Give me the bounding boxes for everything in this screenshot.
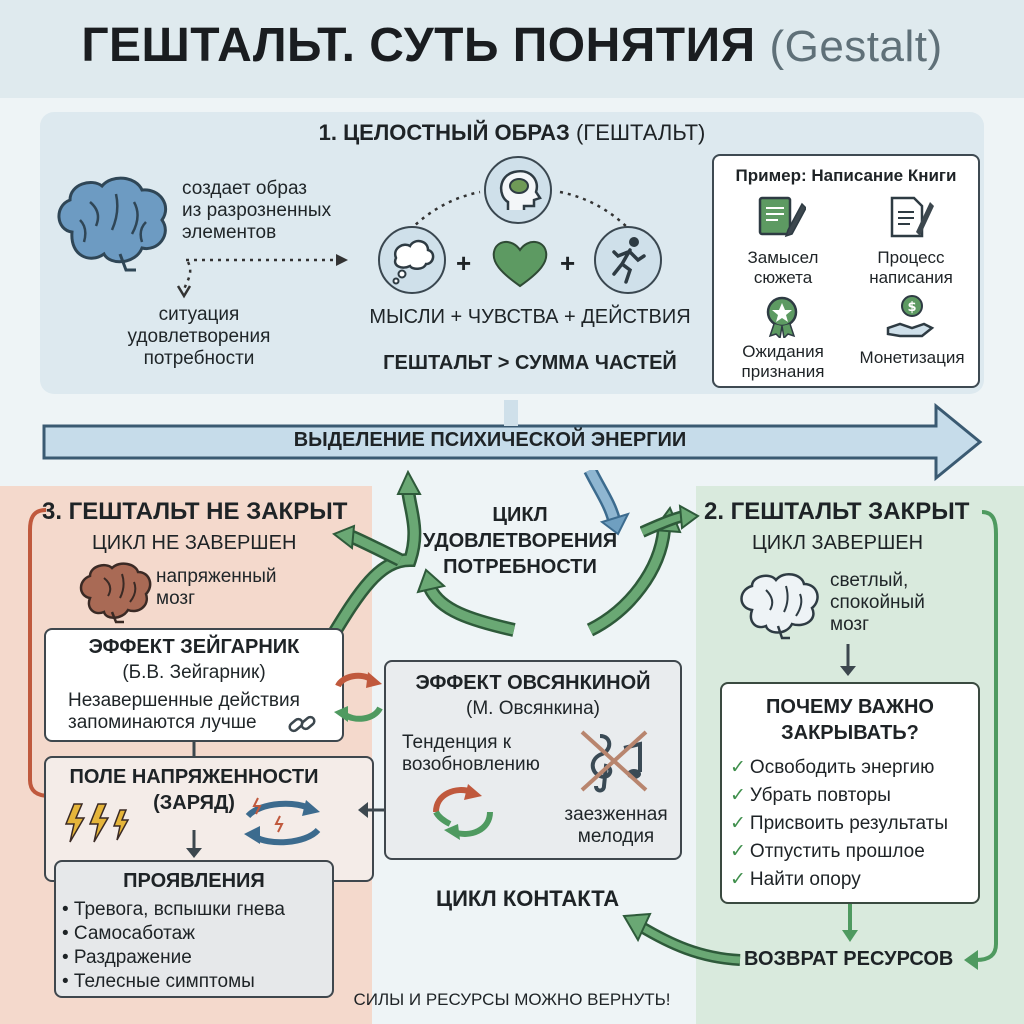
list-item: ✓Присвоить результаты: [730, 813, 948, 834]
tension-field-title: ПОЛЕ НАПРЯЖЕННОСТИ (ЗАРЯД): [69, 766, 319, 814]
check-icon: ✓: [730, 869, 746, 890]
situation-text: ситуация удовлетворения потребности: [127, 304, 271, 369]
why-close-list: ✓Освободить энергию ✓Убрать повторы ✓При…: [730, 754, 980, 894]
list-item: • Тревога, вспышки гнева: [62, 899, 285, 920]
running-person-icon: [594, 226, 662, 294]
example-item-writing: Процесс написания: [869, 248, 953, 287]
section1-title-main: 1. ЦЕЛОСТНЫЙ ОБРАЗ: [318, 120, 570, 145]
why-close-box: [720, 682, 980, 904]
example-item-monetization: Монетизация: [859, 348, 965, 367]
down-arrow-icon-3: [842, 904, 858, 942]
ovsyankina-box: [384, 660, 682, 860]
down-arrow-icon: [186, 830, 202, 858]
list-item: • Телесные симптомы: [62, 971, 255, 992]
list-item: • Самосаботаж: [62, 923, 195, 944]
check-icon: ✓: [730, 841, 746, 862]
manifestations-list: • Тревога, вспышки гнева • Самосаботаж •…: [62, 898, 332, 994]
page-title-subtitle: (Gestalt): [769, 22, 943, 71]
creates-image-text: создает образ из разрозненных элементов: [182, 178, 332, 243]
plus-sign-1: +: [456, 248, 472, 278]
cycle-arrows: [323, 470, 682, 644]
down-arrow-icon-2: [840, 644, 856, 676]
return-resources-label: ВОЗВРАТ РЕСУРСОВ: [744, 948, 954, 970]
check-icon: ✓: [730, 757, 746, 778]
broken-chain-icon: [288, 715, 316, 733]
zeigarnik-author: (Б.В. Зейгарник): [122, 662, 266, 683]
manifestations-title: ПРОЯВЛЕНИЯ: [123, 870, 265, 892]
brain-icon: [57, 176, 168, 272]
swap-arrows-icon: [334, 672, 383, 722]
energy-arrow-label: ВЫДЕЛЕНИЕ ПСИХИЧЕСКОЙ ЭНЕРГИИ: [293, 429, 687, 451]
ovsyankina-author: (М. Овсянкина): [466, 698, 600, 719]
example-item-plot: Замысел сюжета: [747, 248, 819, 287]
writing-document-icon: [890, 196, 934, 238]
section3-subtitle: ЦИКЛ НЕ ЗАВЕРШЕН: [92, 532, 297, 554]
tense-brain-text: напряженный мозг: [156, 566, 277, 609]
example-title: Пример: Написание Книги: [735, 166, 957, 185]
dotted-connectors: [409, 190, 631, 231]
section3-bracket: [28, 508, 51, 798]
zeigarnik-description: Незавершенные действия запоминаются лучш…: [68, 690, 300, 733]
zeigarnik-title: ЭФФЕКТ ЗЕЙГАРНИК: [88, 636, 300, 658]
gestalt-rule-text: ГЕШТАЛЬТ > СУММА ЧАСТЕЙ: [383, 352, 677, 374]
plot-book-icon: [758, 196, 806, 238]
list-item: • Раздражение: [62, 947, 192, 968]
award-badge-icon: [766, 296, 798, 338]
heart-icon: [492, 241, 548, 288]
money-hand-icon: $: [886, 295, 935, 338]
section2-bracket: [964, 510, 998, 970]
footer-note: СИЛЫ И РЕСУРСЫ МОЖНО ВЕРНУТЬ!: [353, 990, 671, 1009]
calm-brain-text: светлый, спокойный мозг: [830, 570, 925, 635]
list-item: ✓Отпустить прошлое: [730, 841, 925, 862]
section2-subtitle: ЦИКЛ ЗАВЕРШЕН: [752, 532, 924, 554]
example-item-recognition: Ожидания признания: [741, 342, 825, 381]
manifestations-box: [54, 860, 334, 998]
page-title: ГЕШТАЛЬТ. СУТЬ ПОНЯТИЯ (Gestalt): [0, 18, 1024, 73]
example-box: [712, 154, 980, 388]
plus-sign-2: +: [560, 248, 576, 278]
why-close-title: ПОЧЕМУ ВАЖНО ЗАКРЫВАТЬ?: [766, 696, 934, 744]
arrow-to-section2: [640, 504, 700, 538]
return-arrow: [622, 912, 741, 966]
check-icon: ✓: [730, 813, 746, 834]
contact-cycle-label: ЦИКЛ КОНТАКТА: [436, 886, 620, 911]
list-item: ✓Убрать повторы: [730, 785, 891, 806]
renewal-cycle-icon: [433, 784, 493, 840]
melody-text: заезженная мелодия: [564, 804, 668, 847]
tense-brain-icon: [79, 562, 152, 624]
section2-title: 2. ГЕШТАЛЬТ ЗАКРЫТ: [704, 498, 970, 525]
dotted-arrows: [176, 254, 348, 299]
thought-bubble-icon: [378, 226, 446, 294]
section1-title: 1. ЦЕЛОСТНЫЙ ОБРАЗ (ГЕШТАЛЬТ): [40, 120, 984, 146]
cycle-label: ЦИКЛ УДОВЛЕТВОРЕНИЯ ПОТРЕБНОСТИ: [422, 504, 618, 578]
list-item: ✓Найти опору: [730, 869, 861, 890]
left-arrow-icon: [358, 802, 384, 818]
section3-title: 3. ГЕШТАЛЬТ НЕ ЗАКРЫТ: [42, 498, 348, 525]
list-item: ✓Освободить энергию: [730, 757, 935, 778]
ovsyankina-title: ЭФФЕКТ ОВСЯНКИНОЙ: [415, 672, 651, 694]
head-icon: [484, 156, 552, 224]
title-band: [0, 0, 1024, 98]
calm-brain-icon: [740, 572, 819, 640]
section1-title-suffix: (ГЕШТАЛЬТ): [575, 120, 706, 145]
ovsyankina-description: Тенденция к возобновлению: [402, 732, 540, 775]
check-icon: ✓: [730, 785, 746, 806]
lightning-icon: [64, 803, 130, 843]
charge-cycle-icon: [244, 797, 321, 846]
svg-text:$: $: [907, 300, 916, 315]
crossed-music-icon: [580, 730, 648, 793]
energy-arrow: [42, 400, 983, 482]
page-title-main: ГЕШТАЛЬТ. СУТЬ ПОНЯТИЯ: [81, 19, 756, 72]
formula-text: МЫСЛИ + ЧУВСТВА + ДЕЙСТВИЯ: [369, 306, 691, 328]
